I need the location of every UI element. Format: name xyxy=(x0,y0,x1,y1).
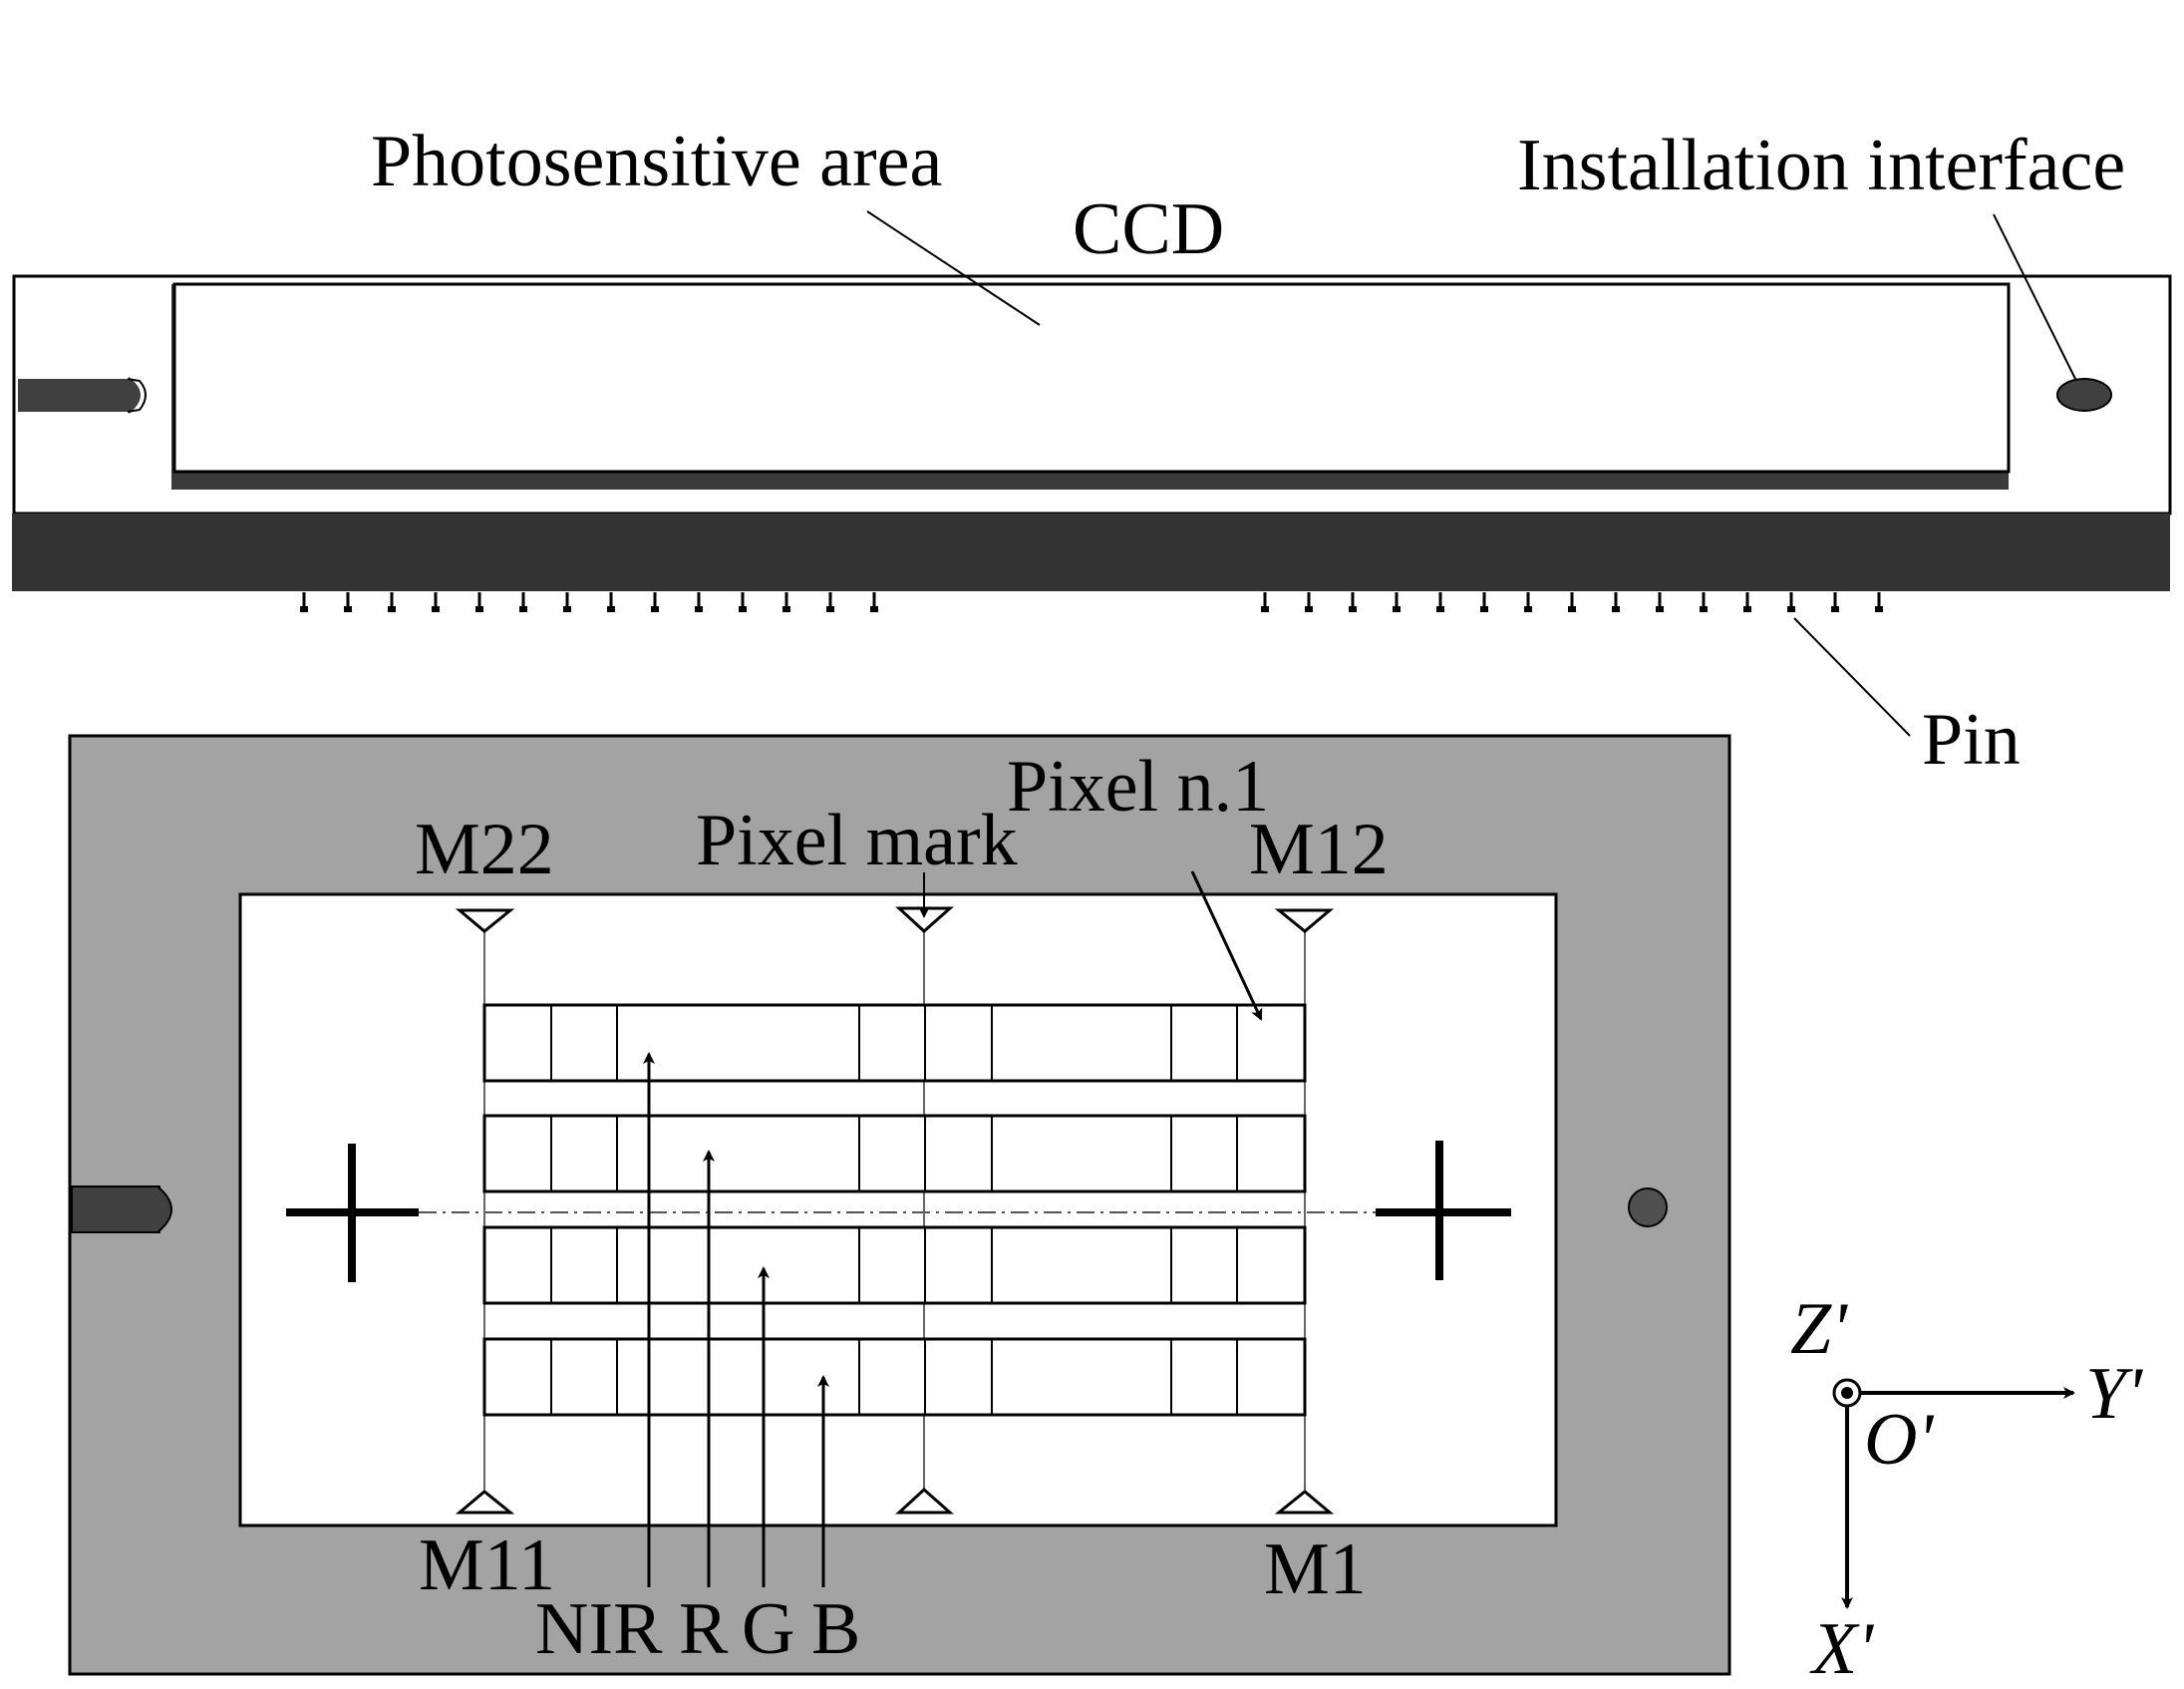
m11-label: M11 xyxy=(419,1524,555,1606)
pin-right-14 xyxy=(1831,592,1839,612)
pin-right-1 xyxy=(1261,592,1269,612)
g-label: G xyxy=(742,1588,794,1670)
line-array-1 xyxy=(482,1003,1307,1083)
pin-left-11 xyxy=(739,592,747,612)
pin-left-13 xyxy=(826,592,834,612)
top-view: Pixel n.1 Pixel mark M22 M12 M11 M1 NIR … xyxy=(68,734,1731,1676)
top-left-locating-pin xyxy=(71,1185,172,1233)
ccd-label: CCD xyxy=(1073,188,1224,270)
mark-center-bottom-triangle xyxy=(895,1487,954,1515)
pin-right-13 xyxy=(1787,592,1795,612)
y-axis-label: Y' xyxy=(2085,1353,2143,1435)
m1-label: M1 xyxy=(1264,1528,1367,1610)
pin-right-2 xyxy=(1305,592,1313,612)
pin-left-2 xyxy=(344,592,352,612)
band-labels: NIR R G B xyxy=(535,1588,860,1670)
mark-m1-triangle xyxy=(1274,1490,1335,1515)
mark-m22-triangle xyxy=(455,908,515,933)
pin-left-4 xyxy=(432,592,440,612)
installation-interface-label: Installation interface xyxy=(1517,125,2125,206)
r-label: R xyxy=(679,1588,729,1670)
pin-right-12 xyxy=(1743,592,1751,612)
installation-interface-hole xyxy=(2056,378,2112,412)
pin-left-10 xyxy=(695,592,703,612)
x-axis-label: X' xyxy=(1809,1608,1874,1689)
pin-right-9 xyxy=(1612,592,1620,612)
left-locating-pin xyxy=(18,376,147,415)
pin-right-15 xyxy=(1875,592,1883,612)
side-view: Photosensitive area CCD Installation int… xyxy=(12,121,2172,781)
pixel-n1-arrow xyxy=(1190,870,1263,1021)
b-label: B xyxy=(811,1588,860,1670)
origin-label: O' xyxy=(1864,1399,1934,1481)
pin-left-1 xyxy=(300,592,308,612)
pixel-n1-label: Pixel n.1 xyxy=(1007,746,1269,828)
nir-label: NIR xyxy=(535,1588,663,1670)
m12-label: M12 xyxy=(1249,809,1389,890)
ccd-dark-base xyxy=(12,513,2170,591)
origin-dot xyxy=(1841,1387,1853,1399)
pin-right-11 xyxy=(1700,592,1708,612)
pin-left-5 xyxy=(475,592,483,612)
pin-left-12 xyxy=(782,592,790,612)
chip-area xyxy=(238,892,1558,1527)
photosensitive-window xyxy=(172,282,2011,474)
line-array-3 xyxy=(482,1225,1307,1305)
pin-right-3 xyxy=(1349,592,1357,612)
pin-right-5 xyxy=(1436,592,1444,612)
pin-right-7 xyxy=(1524,592,1532,612)
line-array-4 xyxy=(482,1337,1307,1417)
left-crosshair xyxy=(286,1144,419,1282)
line-arrays xyxy=(482,1003,1307,1417)
pin-right-4 xyxy=(1393,592,1401,612)
pin-left-9 xyxy=(651,592,659,612)
pin-label: Pin xyxy=(1922,699,2021,781)
pin-left-7 xyxy=(563,592,571,612)
installation-interface-leader xyxy=(1993,213,2077,382)
mark-m12-triangle xyxy=(1274,908,1335,933)
m22-label: M22 xyxy=(415,809,554,890)
pin-leader xyxy=(1793,617,1911,737)
photosensitive-area-label: Photosensitive area xyxy=(371,121,942,202)
pin-right-10 xyxy=(1656,592,1664,612)
pin-right-6 xyxy=(1480,592,1488,612)
pin-left-3 xyxy=(388,592,396,612)
z-axis-label: Z' xyxy=(1790,1288,1848,1370)
pin-left-8 xyxy=(607,592,615,612)
top-installation-hole xyxy=(1628,1187,1668,1227)
line-array-2 xyxy=(482,1114,1307,1193)
pixel-mark-label: Pixel mark xyxy=(696,800,1018,881)
band-arrows xyxy=(643,1052,829,1587)
mark-m11-triangle xyxy=(455,1490,515,1515)
pin-row xyxy=(300,592,1883,612)
right-crosshair xyxy=(1376,1141,1511,1280)
pin-left-14 xyxy=(870,592,878,612)
pin-left-6 xyxy=(519,592,527,612)
photosensitive-area-leader xyxy=(866,210,1041,326)
coordinate-axes: Z' Y' O' X' xyxy=(1790,1288,2143,1689)
pin-right-8 xyxy=(1568,592,1576,612)
